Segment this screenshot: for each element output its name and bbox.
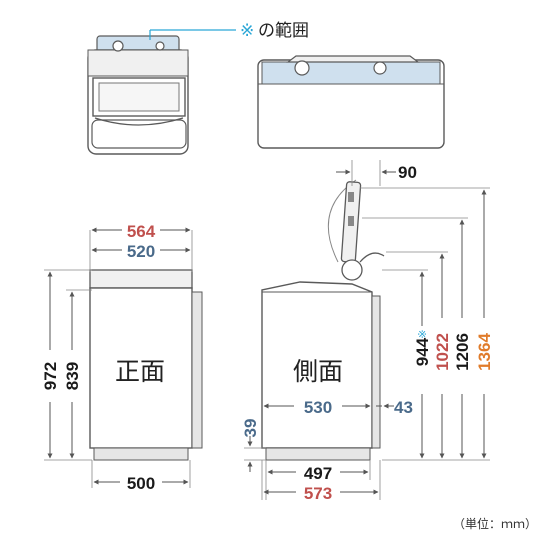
dim-1022-label: 1022	[433, 333, 452, 371]
dim-972-label: 972	[41, 362, 60, 390]
dim-839: 839	[63, 289, 92, 459]
dim-944-mark: ※	[416, 329, 429, 338]
side-label: 側面	[293, 357, 343, 386]
dim-564: 564	[89, 222, 193, 272]
dim-500: 500	[91, 460, 191, 493]
dim-520: 520	[91, 242, 191, 261]
note-text: の範囲	[258, 21, 309, 41]
dim-573: 573	[261, 460, 381, 503]
dim-90: 90	[336, 160, 417, 186]
dim-1022: 1022	[386, 251, 452, 459]
dim-500-label: 500	[127, 474, 155, 493]
dim-530-label: 530	[304, 398, 332, 417]
dim-1364-label: 1364	[475, 333, 494, 371]
dim-573-label: 573	[304, 484, 332, 503]
dim-520-label: 520	[127, 242, 155, 261]
dim-944: 944 ※	[382, 269, 490, 461]
side-view: 側面	[261, 179, 385, 461]
dim-1206-label: 1206	[453, 333, 472, 371]
dim-43-label: 43	[394, 398, 413, 417]
dim-39-label: 39	[241, 419, 260, 438]
unit-label: （単位：ｍｍ）	[453, 516, 537, 531]
dim-944-label: 944	[413, 337, 432, 366]
dim-497: 497	[265, 460, 371, 500]
dim-1364: 1364	[360, 187, 494, 459]
dim-1206: 1206	[362, 217, 472, 459]
dim-839-label: 839	[63, 362, 82, 390]
note-mark: ※	[240, 21, 254, 41]
top-view-side	[257, 55, 445, 149]
front-label: 正面	[115, 357, 165, 386]
top-view-front	[87, 35, 189, 155]
dim-497-label: 497	[304, 464, 332, 483]
dim-90-label: 90	[398, 163, 417, 182]
dim-43: 43	[376, 398, 413, 417]
front-view: 正面	[89, 269, 203, 461]
dim-972: 972	[41, 269, 92, 461]
dim-530: 530	[263, 398, 371, 417]
dim-564-label: 564	[127, 222, 156, 241]
